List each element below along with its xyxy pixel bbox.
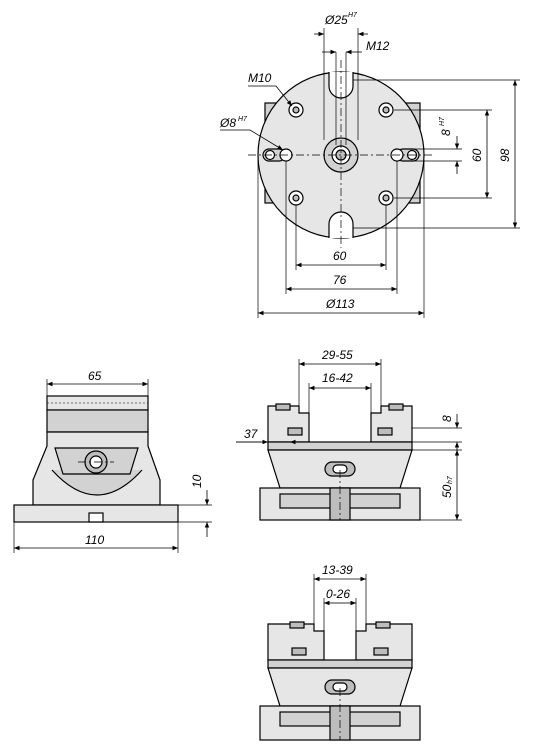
- top-view: Ø25 H7 M12 M10 Ø8 H7 8 H7 60 98: [219, 12, 520, 318]
- body-rail: [267, 441, 413, 451]
- thread-hole-label: M10: [248, 71, 272, 85]
- base-width-label: 110: [85, 533, 104, 547]
- overall-height-label: 98: [498, 148, 512, 162]
- left-jaw: [267, 405, 310, 443]
- open-inner-range-label: 16-42: [322, 371, 353, 385]
- slot-span-label: 76: [333, 273, 347, 287]
- center-thread-label: M12: [366, 39, 390, 53]
- bore-tolerance: H7: [348, 12, 358, 19]
- vertical-pitch-label: 60: [470, 148, 484, 162]
- jaw-depth-label: 37: [244, 427, 259, 441]
- base-height-label: 10: [190, 474, 204, 488]
- jaw-width-label: 65: [88, 369, 102, 383]
- body-height-label: 50: [440, 484, 454, 498]
- jaw-height-label: 8: [440, 415, 454, 422]
- bore-diameter-label: Ø25: [324, 13, 348, 27]
- jaw-plate: [46, 409, 149, 433]
- side-view: 65 10 110: [13, 369, 212, 553]
- front-view-closed: 13-39 0-26: [259, 563, 421, 741]
- pin-hole-label: Ø8: [219, 116, 236, 130]
- closed-inner-range-label: 0-26: [326, 587, 350, 601]
- horizontal-pitch-label: 60: [333, 249, 347, 263]
- pin-hole-tolerance: H7: [238, 116, 248, 123]
- disk-diameter-label: Ø113: [325, 297, 355, 311]
- closed-outer-range-label: 13-39: [322, 563, 353, 577]
- pin-dim-tolerance: H7: [439, 116, 446, 126]
- open-outer-range-label: 29-55: [321, 348, 353, 362]
- body-height-tolerance: h7: [447, 475, 454, 484]
- pin-dim-label: 8: [439, 129, 453, 136]
- right-jaw: [370, 405, 413, 443]
- front-view-open: 29-55 16-42 8 37 50 h7: [236, 348, 462, 521]
